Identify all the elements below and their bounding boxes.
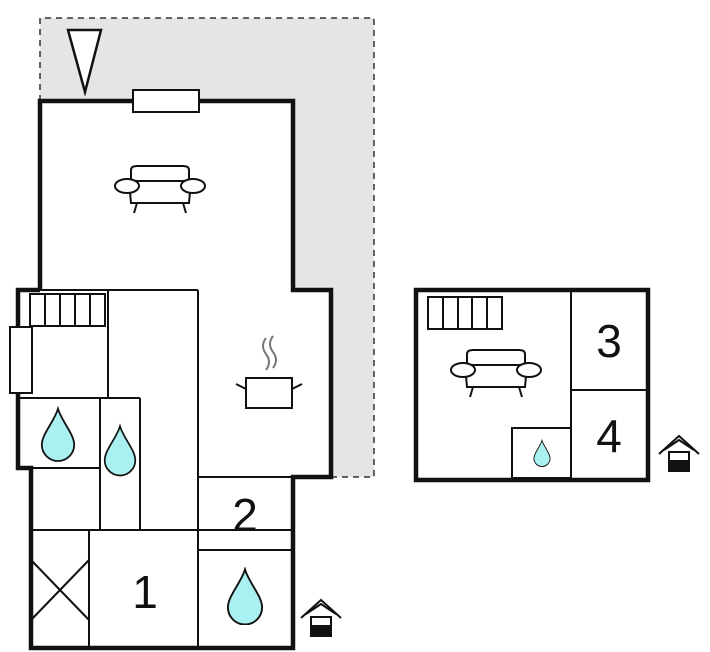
stairs-icon [29, 293, 106, 327]
main-building [15, 98, 334, 651]
north-arrow-icon [66, 28, 103, 97]
sofa-icon [450, 349, 542, 398]
house-entrance-icon [658, 434, 700, 472]
storage-cross [30, 559, 90, 621]
stairs-icon [427, 296, 503, 330]
sofa-icon [114, 165, 206, 214]
room-label-2: 2 [232, 489, 258, 541]
cooking-pot-icon [235, 335, 303, 409]
window-left [9, 326, 33, 394]
room-label-1: 1 [132, 566, 158, 618]
terrace [39, 17, 375, 478]
house-entrance-icon [300, 598, 342, 637]
window [132, 89, 200, 113]
room-label-4: 4 [596, 410, 622, 462]
room-label-3: 3 [596, 315, 622, 367]
